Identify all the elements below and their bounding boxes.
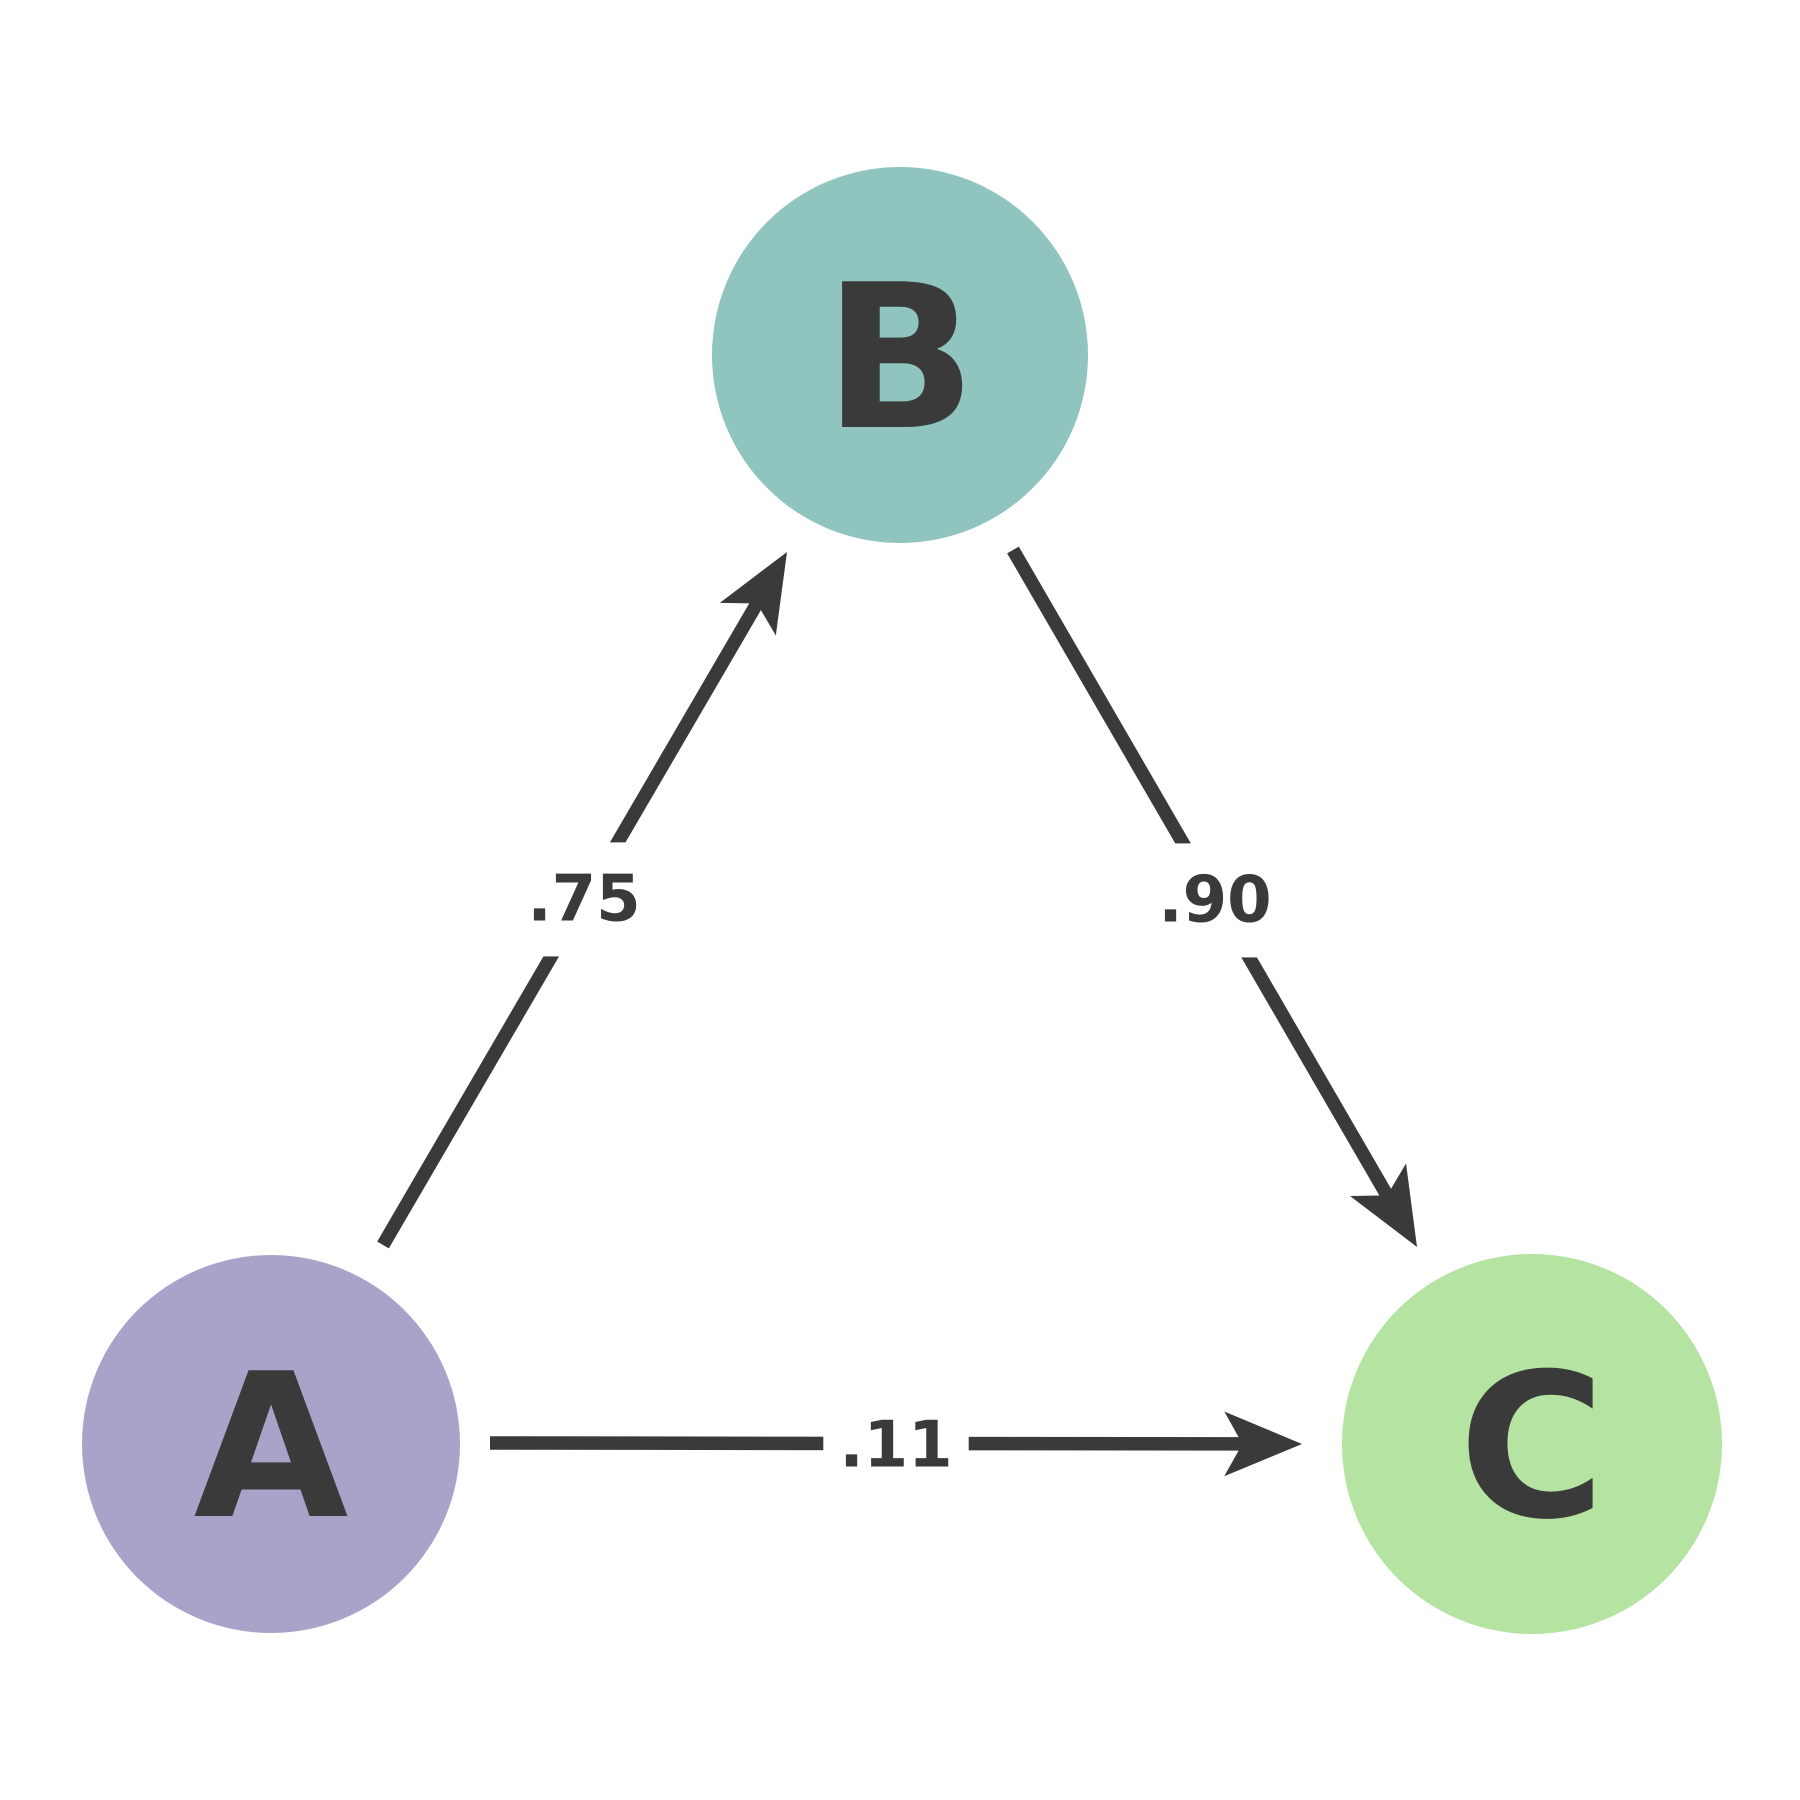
node-b: B bbox=[712, 167, 1088, 543]
edge-weight-a-to-c: .11 bbox=[839, 1408, 952, 1482]
nodes-layer: A B C bbox=[82, 167, 1722, 1634]
edge-weight-a-to-b: .75 bbox=[527, 862, 640, 936]
edge-label-backing bbox=[823, 1388, 969, 1503]
edge-label-group-a-to-b: .75 bbox=[511, 842, 657, 957]
node-label-c: C bbox=[1459, 1331, 1606, 1564]
edge-label-backing bbox=[511, 842, 657, 957]
edge-label-backing bbox=[1142, 843, 1288, 958]
edge-label-group-a-to-c: .11 bbox=[823, 1388, 969, 1503]
edges-layer bbox=[377, 546, 1418, 1477]
node-label-b: B bbox=[824, 242, 976, 475]
node-c: C bbox=[1342, 1254, 1722, 1634]
edge-weight-b-to-c: .90 bbox=[1158, 863, 1271, 937]
node-a: A bbox=[82, 1255, 460, 1633]
node-circle-a bbox=[82, 1255, 460, 1633]
node-circle-c bbox=[1342, 1254, 1722, 1634]
node-label-a: A bbox=[194, 1331, 349, 1564]
edge-labels-layer: .75 .90 .11 bbox=[511, 842, 1288, 1503]
node-circle-b bbox=[712, 167, 1088, 543]
edge-label-group-b-to-c: .90 bbox=[1142, 843, 1288, 958]
